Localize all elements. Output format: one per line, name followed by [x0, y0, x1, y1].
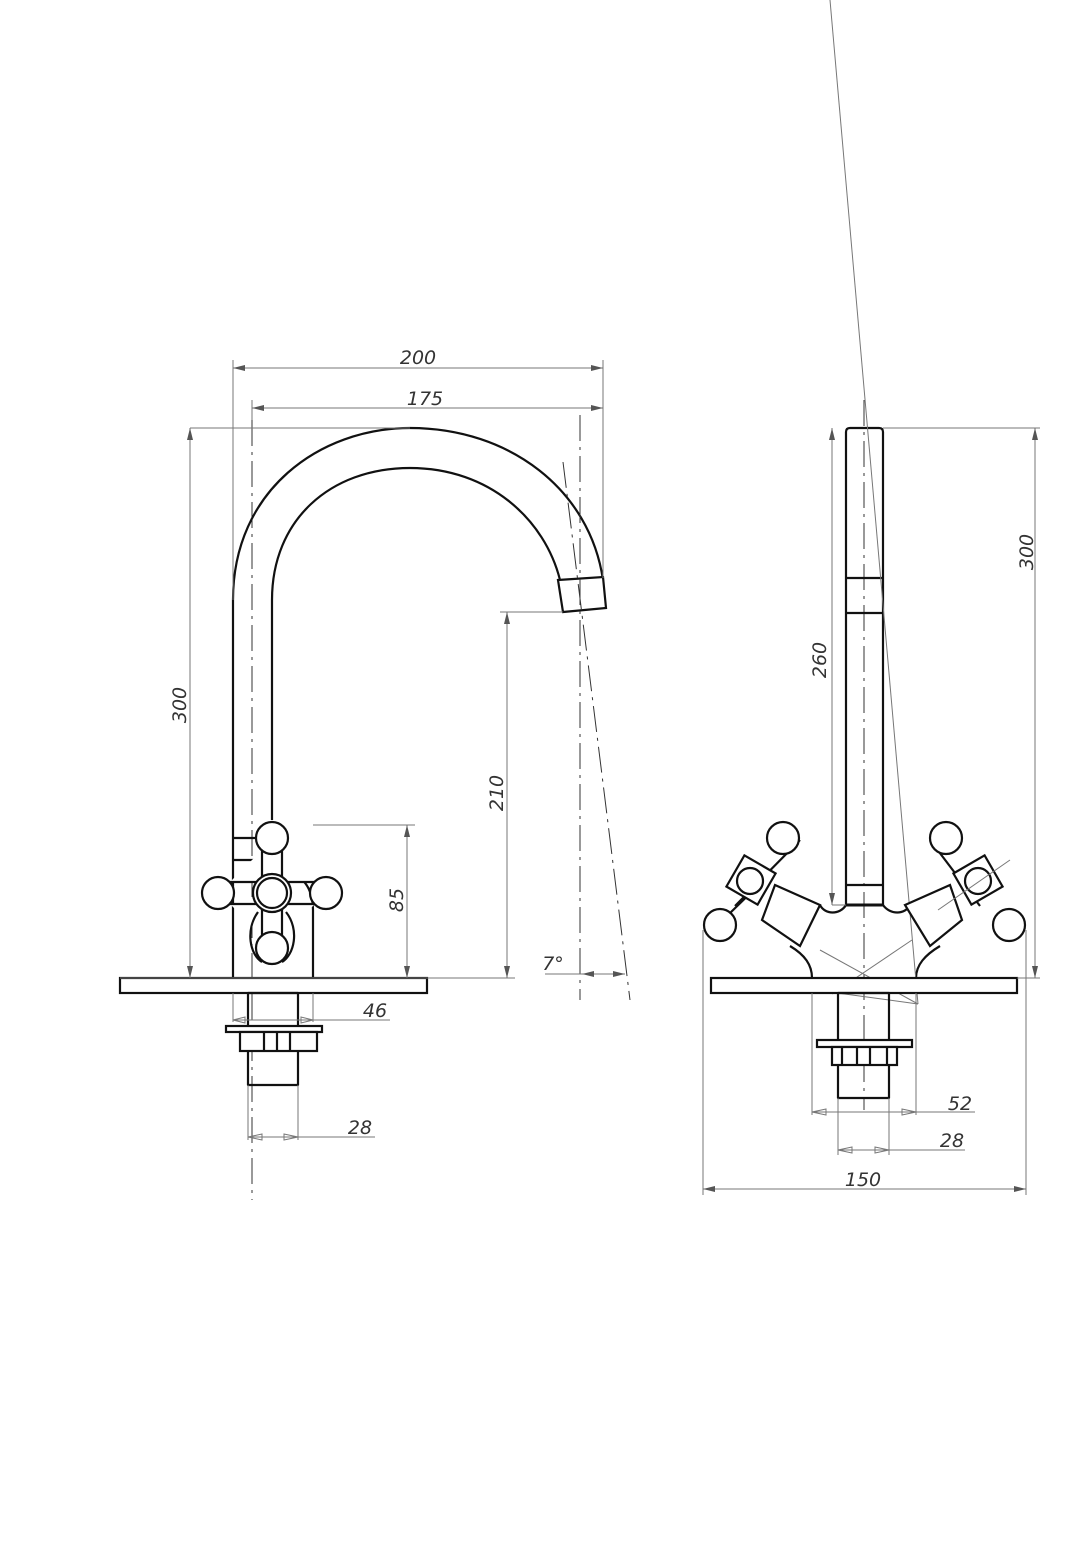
dim-front-shank-diameter: 28	[940, 1130, 964, 1152]
dim-overall-width: 150	[845, 1169, 881, 1191]
shank	[224, 991, 324, 1087]
dim-handle-height: 85	[386, 888, 408, 912]
dimensions-front: 300 260 52 28 150	[702, 427, 1040, 1195]
dim-height: 300	[169, 687, 191, 723]
body	[789, 0, 941, 1005]
body	[231, 836, 315, 978]
side-view: 200 175 300 210 85 46 28 7°	[118, 347, 631, 1200]
dim-shank-diameter: 28	[348, 1117, 372, 1139]
dim-body-width: 46	[363, 1000, 387, 1022]
dim-front-body-width: 52	[948, 1093, 972, 1115]
cross-handle	[200, 820, 344, 966]
front-view: 300 260 52 28 150	[702, 0, 1040, 1195]
spout-angle-axis	[562, 461, 631, 1001]
dim-angle: 7°	[542, 953, 564, 975]
dim-spout-reach: 175	[407, 388, 443, 410]
base-plate	[118, 976, 429, 995]
dim-spout-clearance: 210	[486, 775, 508, 811]
dimensions-side: 200 175 300 210 85 46 28 7°	[120, 347, 625, 1141]
base-plate	[709, 976, 1019, 995]
dim-pipe-height: 260	[809, 642, 831, 678]
right-handle	[903, 820, 1027, 948]
left-handle	[702, 820, 822, 948]
shank	[815, 991, 914, 1100]
dim-front-height: 300	[1016, 534, 1038, 570]
spout	[231, 426, 608, 838]
vertical-pipe	[844, 426, 885, 907]
dim-overall-reach: 200	[400, 347, 436, 369]
